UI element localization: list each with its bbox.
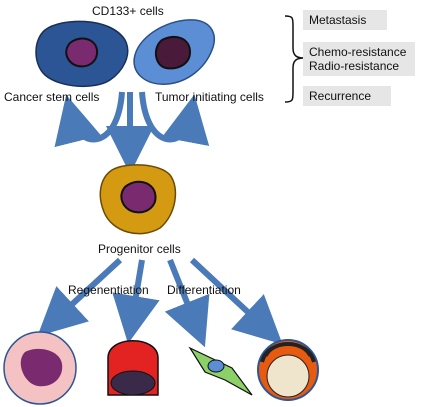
- self-renewal-arrow-right: [139, 91, 210, 147]
- cancer-stem-cell: [35, 20, 129, 88]
- progenitor-cell: [99, 164, 177, 235]
- differentiated-cell-green: [188, 346, 253, 396]
- regenerated-cell-pink: [3, 331, 77, 405]
- tumor-initiating-cells-label: Tumor initiating cells: [155, 90, 264, 104]
- regeneration-label: Regenentiation: [68, 283, 149, 297]
- property-metastasis: Metastasis: [303, 10, 387, 30]
- regenerated-cell-red: [107, 340, 159, 396]
- differentiation-label: Differentiation: [167, 283, 241, 297]
- arrow-regen-2: [112, 259, 160, 344]
- arrow-regen-1: [37, 257, 123, 337]
- property-chemo-resistance: Chemo-resistance: [303, 42, 415, 60]
- cd133-label: CD133+ cells: [92, 4, 164, 18]
- property-radio-resistance: Radio-resistance: [303, 58, 415, 76]
- self-renewal-arrow-left: [54, 91, 125, 148]
- arrow-diff-1: [164, 258, 210, 348]
- differentiated-cell-ringed: [257, 339, 319, 401]
- progenitor-cells-label: Progenitor cells: [98, 242, 181, 256]
- properties-brace: [284, 15, 305, 103]
- tumor-initiating-cell: [133, 19, 216, 85]
- arrow-diff-2: [189, 257, 283, 345]
- property-recurrence: Recurrence: [303, 86, 391, 106]
- cancer-stem-cells-label: Cancer stem cells: [4, 90, 100, 104]
